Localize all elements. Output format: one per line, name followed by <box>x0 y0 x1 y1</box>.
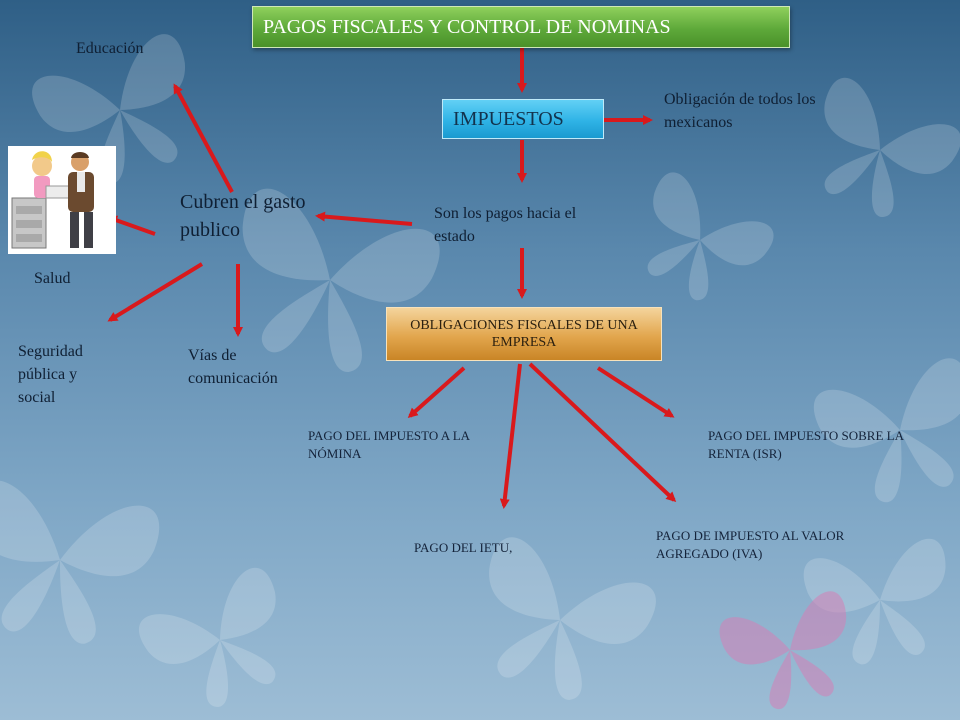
pago-nomina-node: PAGO DEL IMPUESTO A LA NÓMINA <box>308 428 470 462</box>
impuestos-node: IMPUESTOS <box>442 99 604 139</box>
salud-node: Salud <box>34 270 71 287</box>
arrow-cubren-to-seguridad <box>107 262 204 322</box>
arrow-cubren-to-salud <box>107 215 156 236</box>
son-pagos-node: Son los pagos hacia el estado <box>434 205 577 246</box>
arrow-obligaciones-to-isr <box>596 366 675 418</box>
arrow-obligaciones-to-nomina <box>407 366 466 418</box>
cubren-node: Cubren el gasto publico <box>180 191 306 241</box>
title-node: PAGOS FISCALES Y CONTROL DE NOMINAS <box>252 6 790 48</box>
office-workers-clipart-icon <box>8 146 116 254</box>
vias-node: Vías de comunicación <box>188 347 278 388</box>
pago-iva-node: PAGO DE IMPUESTO AL VALOR AGREGADO (IVA) <box>656 528 845 562</box>
arrow-son-pagos-to-cubren <box>315 211 413 226</box>
obligacion-node: Obligación de todos los mexicanos <box>664 91 816 132</box>
arrow-cubren-to-educacion <box>173 83 234 193</box>
seguridad-node: Seguridad pública y social <box>18 343 83 407</box>
obligaciones-fiscales-node: OBLIGACIONES FISCALES DE UNA EMPRESA <box>386 307 662 361</box>
educacion-node: Educación <box>76 40 144 57</box>
pago-isr-node: PAGO DEL IMPUESTO SOBRE LA RENTA (ISR) <box>708 428 904 462</box>
pago-ietu-node: PAGO DEL IETU, <box>414 540 513 555</box>
arrow-obligaciones-to-ietu <box>499 363 522 509</box>
arrow-obligaciones-to-iva <box>528 362 677 503</box>
